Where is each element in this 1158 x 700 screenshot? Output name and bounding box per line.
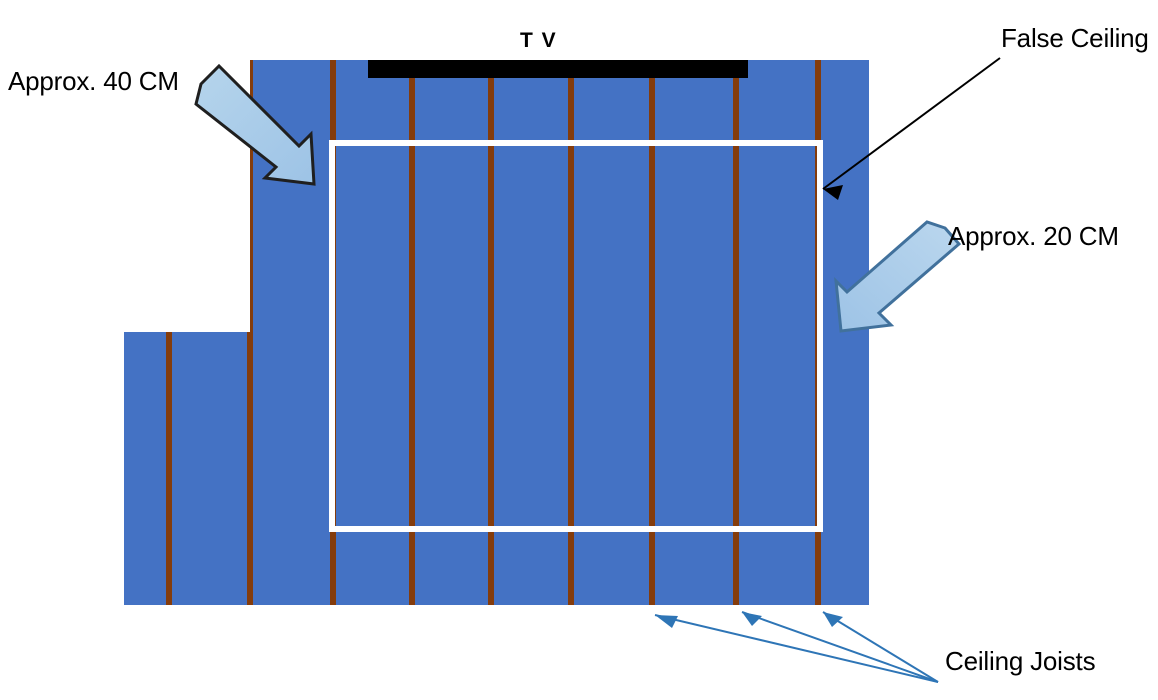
ceiling-joists-leader-1 — [654, 614, 939, 683]
leader-lines-group — [654, 57, 1001, 683]
ceiling-joists-label: Ceiling Joists — [945, 646, 1096, 676]
ceiling-joists-leader-2 — [741, 611, 939, 683]
approx-40-cm-arrow-icon — [194, 63, 316, 186]
false-ceiling-outline-rect — [329, 140, 823, 532]
tv-bar — [368, 60, 748, 78]
ceiling-slab-shape — [124, 60, 869, 605]
ceiling-joists-arrowheads — [655, 612, 843, 628]
tv-label: T V — [520, 29, 558, 52]
false-ceiling-leader — [822, 57, 1001, 190]
false-ceiling-arrowhead — [823, 185, 843, 200]
approx-40-cm-label: Approx. 40 CM — [8, 66, 179, 96]
false-ceiling-label: False Ceiling — [1001, 23, 1149, 53]
approx-20-cm-arrow-icon — [834, 220, 962, 333]
ceiling-joists-leader-3 — [822, 611, 939, 683]
approx-20-cm-label: Approx. 20 CM — [948, 221, 1119, 251]
